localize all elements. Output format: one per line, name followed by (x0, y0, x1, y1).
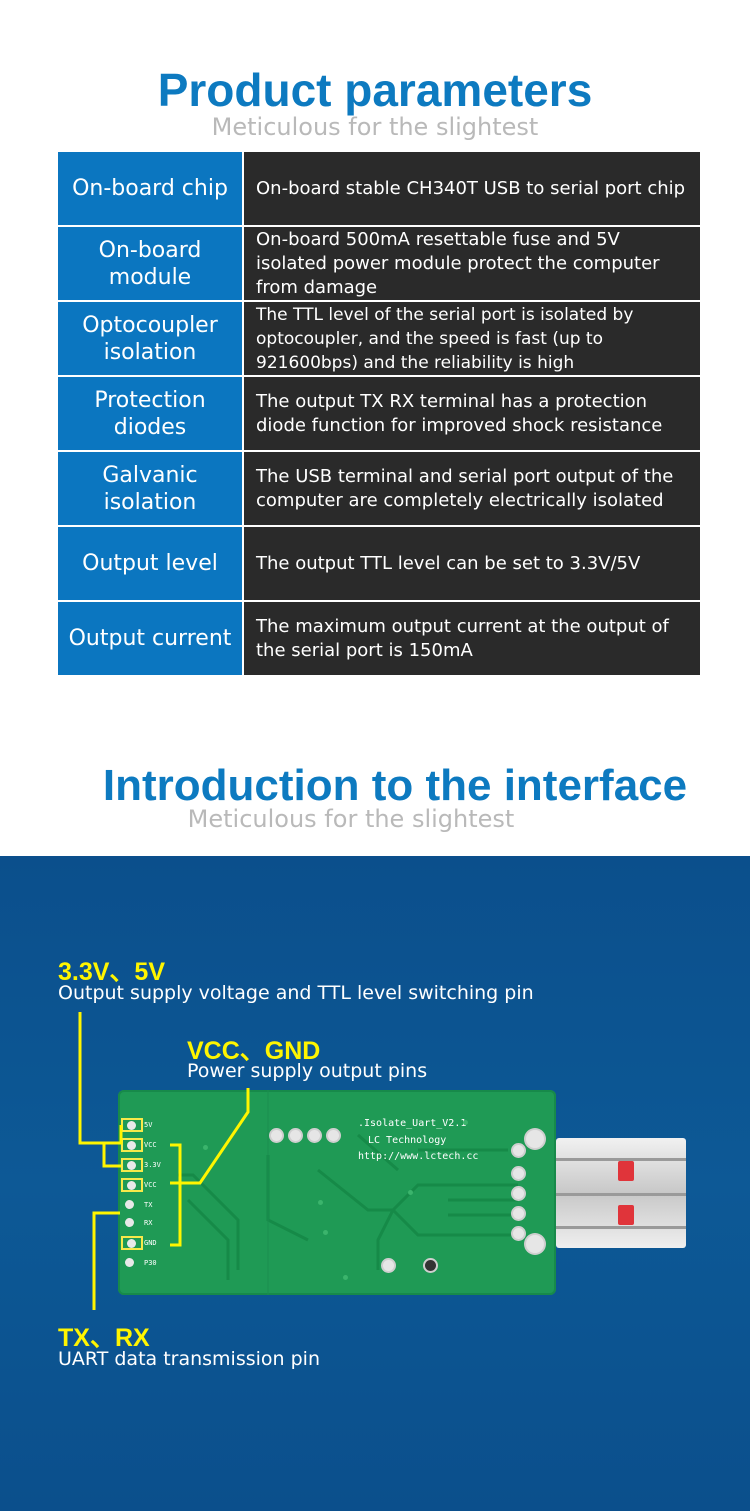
usb-pad (513, 1208, 524, 1219)
usb-latch-hole (618, 1161, 634, 1181)
param-row: Galvanic isolation The USB terminal and … (58, 452, 700, 525)
product-parameters-subtitle: Meticulous for the slightest (211, 113, 539, 141)
usb-latch-hole (618, 1205, 634, 1225)
param-label: On-board chip (58, 152, 242, 225)
interface-intro-title: Introduction to the interface (102, 761, 688, 810)
pin-label: VCC (144, 1181, 157, 1189)
usb-shield-pad (526, 1235, 544, 1253)
param-value: The output TX RX terminal has a protecti… (244, 377, 700, 450)
pin-label: TX (144, 1201, 153, 1209)
via (203, 1145, 208, 1150)
pin-vcc-2 (121, 1178, 143, 1192)
pcb-board-image: 5V VCC 3.3V VCC TX RX GND P30 .Isolate_U… (118, 1090, 556, 1295)
mount-hole (425, 1260, 436, 1271)
param-row: Output current The maximum output curren… (58, 602, 700, 675)
usb-pad (513, 1228, 524, 1239)
pin-p30 (125, 1258, 134, 1267)
param-value: The USB terminal and serial port output … (244, 452, 700, 525)
param-row: Protection diodes The output TX RX termi… (58, 377, 700, 450)
usb-pad (513, 1188, 524, 1199)
board-url-label: http://www.lctech.cc (358, 1151, 479, 1162)
board-model-label: .Isolate_Uart_V2.1 (358, 1118, 467, 1129)
param-label: Output level (58, 527, 242, 600)
pin-5v (121, 1118, 143, 1132)
param-value: The TTL level of the serial port is isol… (244, 302, 700, 375)
header-hole (290, 1130, 301, 1141)
pin-label: VCC (144, 1141, 157, 1149)
param-value: The output TTL level can be set to 3.3V/… (244, 527, 700, 600)
pin-rx (125, 1218, 134, 1227)
via (318, 1200, 323, 1205)
pcb-traces (178, 1090, 518, 1295)
pin-label: 5V (144, 1121, 153, 1129)
via (343, 1275, 348, 1280)
pin-label: 3.3V (144, 1161, 161, 1169)
power-callout-title: VCC、GND (187, 1037, 321, 1065)
voltage-callout-desc: Output supply voltage and TTL level swit… (58, 982, 534, 1004)
pin-gnd (121, 1236, 143, 1250)
interface-intro-subtitle: Meticulous for the slightest (187, 805, 515, 833)
usb-connector-image (556, 1138, 686, 1248)
mount-hole (383, 1260, 394, 1271)
header-hole (328, 1130, 339, 1141)
param-value: On-board stable CH340T USB to serial por… (244, 152, 700, 225)
usb-pad (513, 1145, 524, 1156)
param-label: Galvanic isolation (58, 452, 242, 525)
param-value: On-board 500mA resettable fuse and 5V is… (244, 227, 700, 300)
product-parameters-title: Product parameters (157, 64, 593, 116)
parameters-table: On-board chip On-board stable CH340T USB… (58, 152, 700, 677)
uart-callout-title: TX、RX (58, 1324, 150, 1352)
pin-label: P30 (144, 1259, 157, 1267)
power-callout-desc: Power supply output pins (187, 1060, 428, 1082)
param-value: The maximum output current at the output… (244, 602, 700, 675)
param-row: On-board module On-board 500mA resettabl… (58, 227, 700, 300)
usb-shield-pad (526, 1130, 544, 1148)
header-hole (271, 1130, 282, 1141)
via (463, 1120, 468, 1125)
via (323, 1230, 328, 1235)
param-row: Optocoupler isolation The TTL level of t… (58, 302, 700, 375)
board-brand-label: LC Technology (368, 1135, 447, 1146)
pin-label: RX (144, 1219, 153, 1227)
uart-callout-desc: UART data transmission pin (58, 1348, 321, 1370)
pin-vcc (121, 1138, 143, 1152)
param-label: On-board module (58, 227, 242, 300)
param-row: Output level The output TTL level can be… (58, 527, 700, 600)
via (408, 1190, 413, 1195)
voltage-callout-title: 3.3V、5V (58, 958, 166, 986)
param-label: Optocoupler isolation (58, 302, 242, 375)
param-label: Output current (58, 602, 242, 675)
usb-pad (513, 1168, 524, 1179)
pin-3v3 (121, 1158, 143, 1172)
header-hole (309, 1130, 320, 1141)
param-label: Protection diodes (58, 377, 242, 450)
pin-label: GND (144, 1239, 157, 1247)
pin-tx (125, 1200, 134, 1209)
param-row: On-board chip On-board stable CH340T USB… (58, 152, 700, 225)
